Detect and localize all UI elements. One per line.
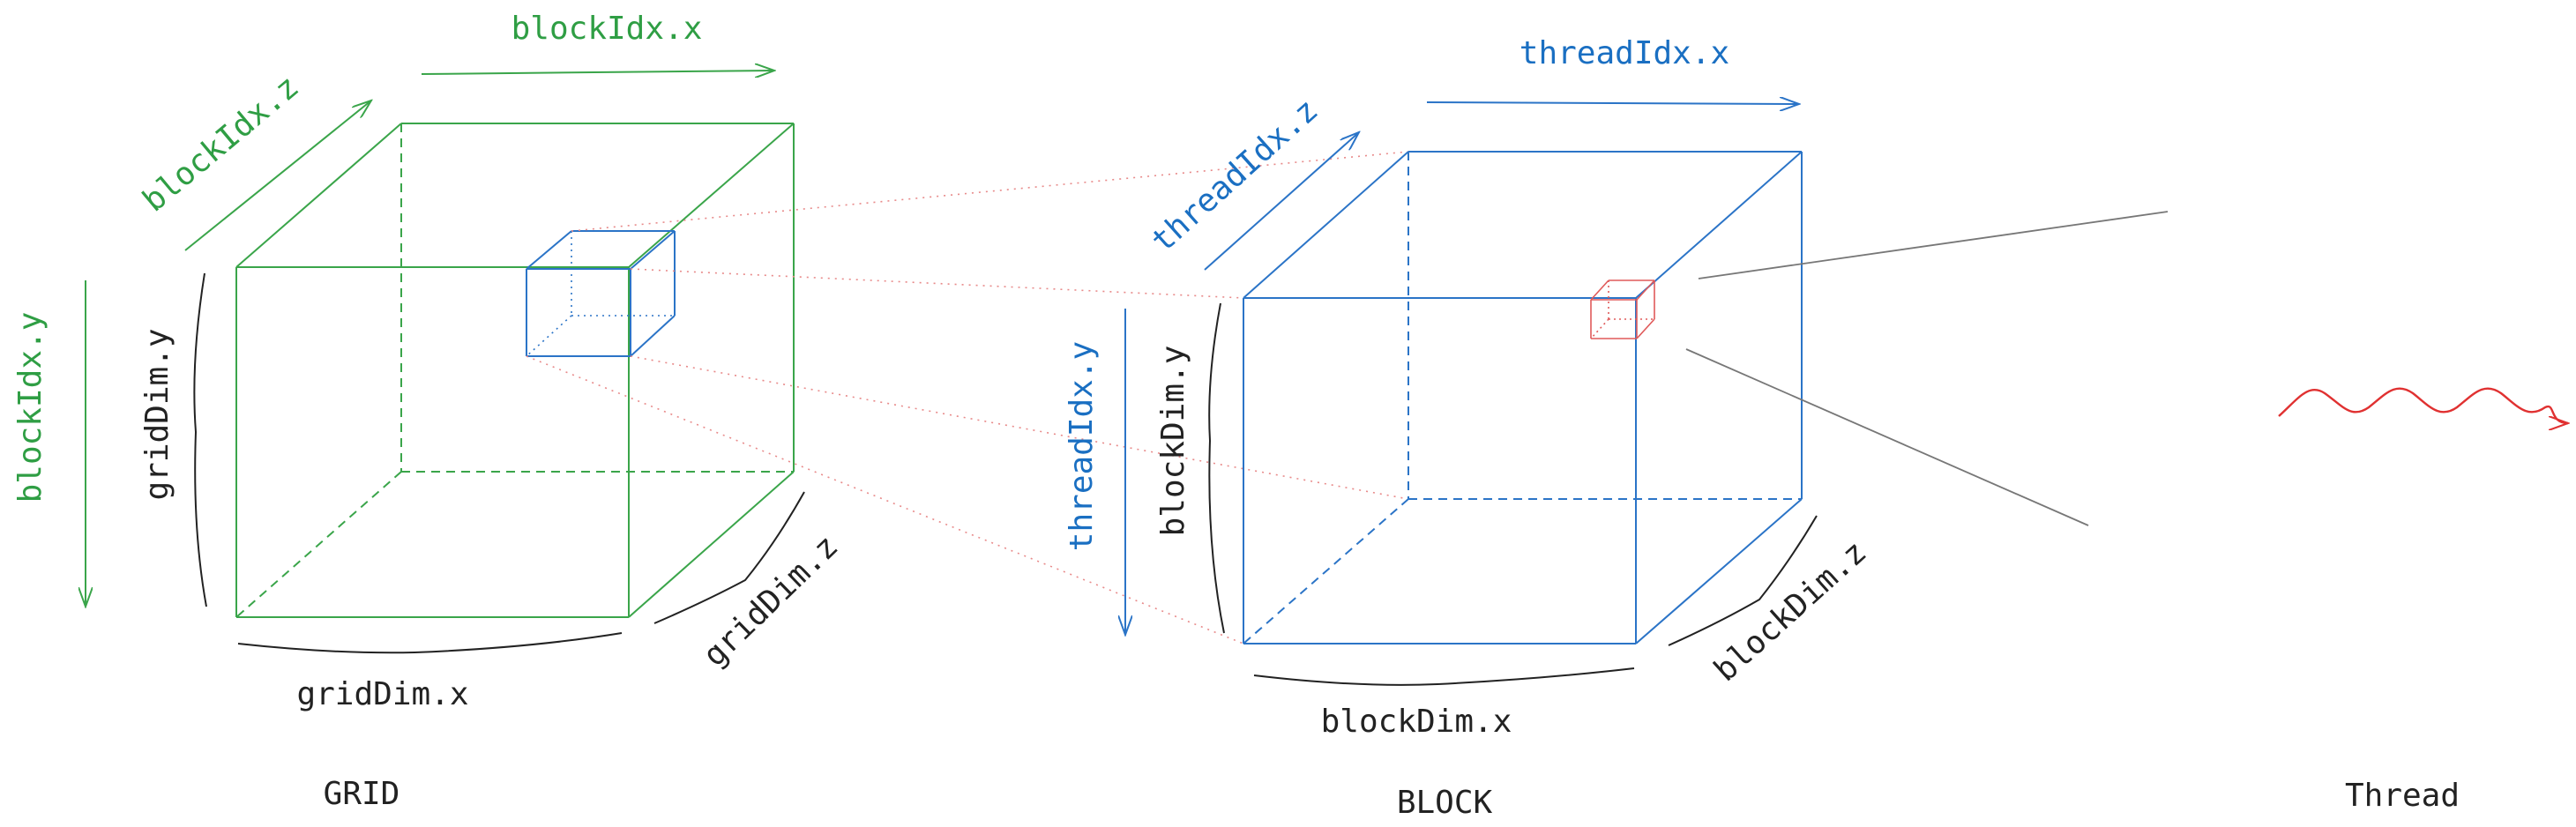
blockdim-y-label: blockDim.y — [1155, 346, 1191, 537]
projection-lines-grid-to-block — [526, 151, 1409, 644]
grid-cube — [235, 123, 795, 618]
blockidx-y-label: blockIdx.y — [12, 312, 49, 503]
threadidx-x-label: threadIdx.x — [1519, 35, 1729, 71]
threadidx-x-arrow — [1426, 102, 1799, 104]
thread-caption: Thread — [2345, 778, 2460, 814]
threadidx-z-label: threadIdx.z — [1145, 92, 1325, 259]
griddim-x-label: gridDim.x — [296, 676, 468, 712]
blockidx-x-arrow — [421, 71, 774, 74]
blockdim-z-brace — [1668, 515, 1818, 646]
grid-block-cube — [526, 230, 676, 357]
block-thread-cube — [1590, 279, 1655, 339]
zoom-line-bottom — [1685, 348, 2089, 526]
thread-squiggle-arrow — [2278, 387, 2568, 423]
griddim-y-brace — [193, 272, 207, 607]
blockdim-x-brace — [1253, 667, 1635, 686]
zoom-line-top — [1698, 211, 2169, 279]
griddim-z-label: gridDim.z — [697, 528, 846, 674]
blockdim-x-label: blockDim.x — [1321, 704, 1512, 740]
block-caption: BLOCK — [1397, 785, 1493, 821]
block-cube — [1243, 151, 1803, 644]
threadidx-z-arrow — [1204, 132, 1359, 271]
grid-caption: GRID — [324, 776, 400, 812]
griddim-y-label: gridDim.y — [139, 328, 175, 500]
blockidx-z-label: blockIdx.z — [136, 69, 305, 220]
blockidx-x-label: blockIdx.x — [511, 11, 703, 47]
blockdim-y-brace — [1208, 302, 1225, 634]
blockidx-z-arrow — [184, 101, 371, 251]
griddim-x-brace — [237, 632, 623, 654]
threadidx-y-label: threadIdx.y — [1064, 341, 1100, 551]
griddim-z-brace — [653, 491, 805, 624]
